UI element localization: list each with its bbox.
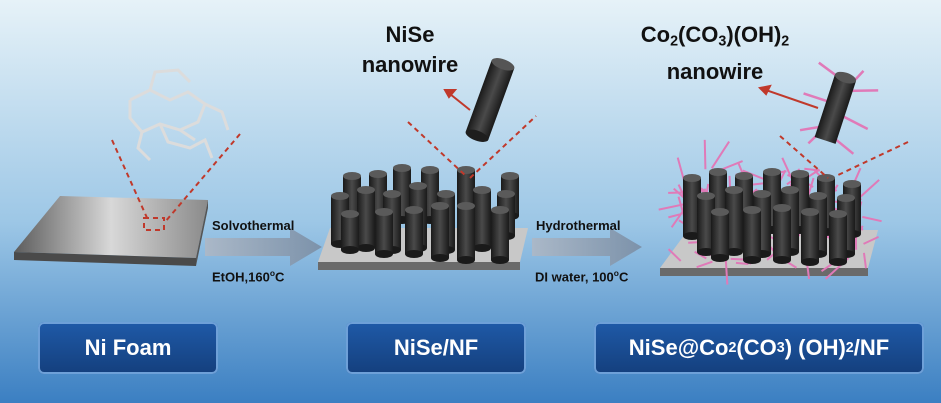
nise-label-line1: NiSe <box>385 22 435 47</box>
coco3-label-line2: nanowire <box>666 58 764 84</box>
nanowire <box>801 208 819 266</box>
solvothermal-label: Solvothermal <box>212 218 295 233</box>
composite-pointer-lines <box>757 84 909 179</box>
hydrothermal-conditions: DI water, 100oC <box>535 268 629 285</box>
nanowire <box>357 186 375 252</box>
composite-single-nanowire <box>799 61 879 155</box>
nanowire <box>683 174 701 240</box>
molecule-pointer-lines <box>111 133 241 231</box>
nanowire <box>457 202 475 264</box>
composite-nanowires <box>658 139 882 285</box>
nanowire <box>711 208 729 262</box>
coco3-label-line1: Co2(CO3)(OH)2 <box>640 22 790 50</box>
nise-single-nanowire <box>465 58 515 142</box>
nanowire <box>473 186 491 252</box>
nanowire <box>697 192 715 256</box>
nanowire <box>341 210 359 254</box>
hydrothermal-label: Hydrothermal <box>536 218 621 233</box>
ni-foam-sheet <box>14 196 208 266</box>
nise-nanowire-label: NiSe nanowire <box>350 20 470 80</box>
nise-pointer-lines <box>407 89 537 179</box>
nanowire <box>405 206 423 258</box>
molecule-icon <box>128 68 230 162</box>
nanowire <box>375 208 393 258</box>
nanowire <box>725 186 743 256</box>
nise-label-line2: nanowire <box>361 52 459 77</box>
solvothermal-conditions: EtOH,160oC <box>212 268 285 285</box>
ni-foam-badge: Ni Foam <box>38 322 218 374</box>
coco3-nanowire-label: Co2(CO3)(OH)2 nanowire <box>600 20 830 87</box>
solvothermal-arrow <box>205 228 322 266</box>
nise-nf-badge: NiSe/NF <box>346 322 526 374</box>
nanowire <box>829 210 847 266</box>
nanowire <box>743 206 761 264</box>
hydrothermal-arrow <box>532 228 642 266</box>
nise-nanowires <box>331 164 519 264</box>
nanowire <box>773 204 791 264</box>
nanowire <box>431 202 449 262</box>
nanowire <box>491 206 509 264</box>
